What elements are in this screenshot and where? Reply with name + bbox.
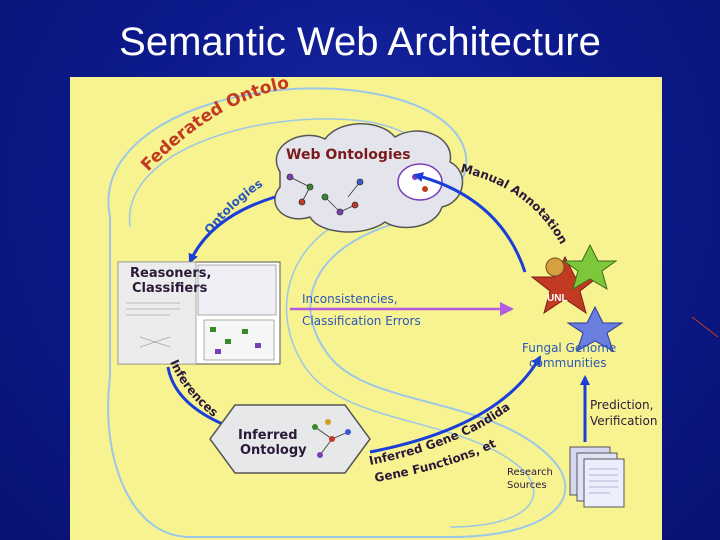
classification-errors-label: Classification Errors [302, 314, 421, 328]
arrow-fungal-to-cloud [413, 172, 527, 273]
web-ontologies-cloud: Web Ontologies [274, 123, 464, 233]
decorative-line [691, 316, 719, 338]
reasoners-classifiers-box: Reasoners, Classifiers [117, 261, 281, 365]
architecture-diagram: Federated Ontology Web Ontologies [70, 77, 657, 538]
prediction-label: Prediction, [590, 398, 653, 412]
federation-outline-inner [128, 118, 535, 528]
sources-label: Sources [507, 480, 547, 491]
ontologies-label: Ontologies [202, 176, 266, 236]
fungal-genome-figures: UNL [530, 243, 624, 353]
verification-label: Verification [590, 414, 657, 428]
federation-outline [107, 87, 567, 538]
arrow-inferred-to-fungal [369, 355, 542, 454]
research-label: Research [507, 467, 553, 478]
communities-label: communities [529, 356, 607, 370]
ontology-title: Ontology [240, 443, 307, 458]
web-ontologies-title: Web Ontologies [286, 147, 411, 163]
ontology-graph-icon [286, 173, 364, 216]
slide-title: Semantic Web Architecture [119, 20, 601, 64]
inconsistencies-label: Inconsistencies, [302, 292, 398, 306]
unl-logo: UNL [547, 293, 568, 304]
federated-ontology-label: Federated Ontology [70, 77, 291, 175]
classifiers-title: Classifiers [132, 281, 208, 296]
inferred-title: Inferred [238, 428, 298, 443]
inferred-ontology-hexagon: Inferred Ontology [209, 404, 371, 474]
fungal-genome-label: Fungal Genome [522, 341, 616, 355]
reasoners-title: Reasoners, [130, 266, 211, 281]
research-documents-icon [569, 446, 625, 508]
arrow-cloud-to-reasoners [188, 195, 276, 264]
ontology-bubble [397, 163, 443, 201]
diagram-panel: Federated Ontology Web Ontologies [70, 77, 662, 540]
